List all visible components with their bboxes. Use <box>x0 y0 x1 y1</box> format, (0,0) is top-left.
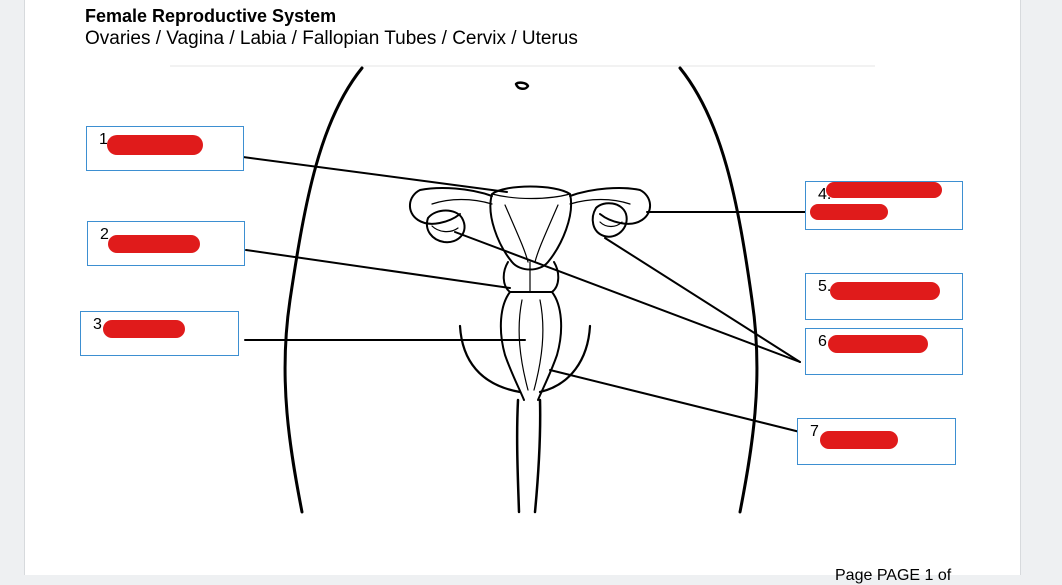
label-number: 5. <box>818 278 832 295</box>
label-box-4[interactable]: 4. <box>805 181 963 230</box>
label-box-1[interactable]: 1. <box>86 126 244 171</box>
worksheet-title: Female Reproductive System <box>85 6 337 26</box>
body-outline-right <box>678 66 759 514</box>
label-number: 2 <box>100 226 109 243</box>
fallopian-tube-right <box>569 187 651 225</box>
body-outline-left <box>283 66 364 514</box>
redaction-mark <box>820 431 898 449</box>
redaction-mark <box>107 135 203 155</box>
label-box-2[interactable]: 2 <box>87 221 245 266</box>
page-footer: Page PAGE 1 of <box>835 567 952 584</box>
leader-line-5 <box>454 231 801 363</box>
labia-left <box>458 324 522 394</box>
ovary-left <box>426 209 466 244</box>
ovary-right <box>591 202 628 238</box>
cervix <box>502 261 560 293</box>
leader-line-7 <box>549 369 801 433</box>
label-box-7[interactable]: 7 <box>797 418 956 465</box>
redaction-mark <box>830 282 940 300</box>
leader-line-1 <box>242 156 508 193</box>
vagina <box>499 291 525 401</box>
redaction-mark <box>103 320 185 338</box>
redaction-mark <box>828 335 928 353</box>
leader-line-6 <box>604 237 801 363</box>
redaction-mark <box>826 182 942 198</box>
label-number: 7 <box>810 423 819 440</box>
navel <box>514 81 530 90</box>
leader-line-2 <box>245 249 511 289</box>
worksheet-subtitle: Ovaries / Vagina / Labia / Fallopian Tub… <box>85 28 578 49</box>
labia-right <box>538 324 592 394</box>
redaction-mark <box>108 235 200 253</box>
label-box-6[interactable]: 6. <box>805 328 963 375</box>
label-box-3[interactable]: 3. <box>80 311 239 356</box>
uterus <box>489 185 573 271</box>
fallopian-tube-left <box>409 187 493 225</box>
redaction-mark <box>810 204 888 220</box>
label-box-5[interactable]: 5. <box>805 273 963 320</box>
